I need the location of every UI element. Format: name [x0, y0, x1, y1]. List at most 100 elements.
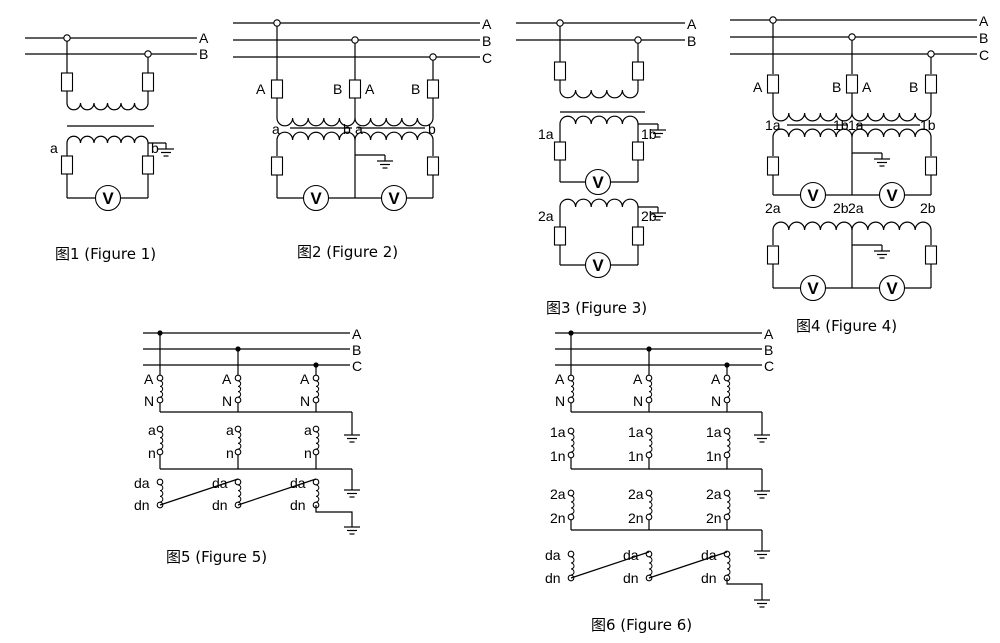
voltmeter-label: V: [886, 186, 898, 205]
phase-label-b: B: [764, 342, 773, 358]
terminal-2n: 2n: [628, 510, 644, 526]
terminal-b: b: [343, 121, 351, 137]
winding-coil-vertical: [237, 484, 242, 503]
ground-icon: [874, 245, 890, 259]
terminal-circle: [567, 550, 575, 558]
ground-icon: [344, 521, 360, 535]
terminal-dn: dn: [134, 497, 150, 513]
terminal-dn: dn: [545, 570, 561, 586]
terminal-circle: [645, 489, 653, 497]
winding-coil-vertical: [237, 380, 242, 398]
phase-label-b: B: [199, 46, 208, 62]
fuse: [426, 156, 440, 176]
phase-label-a: A: [979, 13, 989, 29]
terminal-2a: 2a: [848, 200, 864, 216]
terminal-1a: 1a: [538, 126, 554, 142]
winding-coil-vertical: [570, 433, 575, 453]
terminal-circle: [567, 396, 575, 404]
voltmeter: [878, 274, 906, 302]
figure-3-caption: 图3 (Figure 3): [546, 299, 647, 317]
figure-2-caption: 图2 (Figure 2): [297, 243, 398, 261]
phase-label-c: C: [979, 47, 989, 63]
terminal-2b: 2b: [920, 200, 936, 216]
terminal-circle: [567, 427, 575, 435]
winding-coil-vertical: [570, 495, 575, 515]
terminal-n: n: [304, 445, 312, 461]
terminal-A: A: [256, 81, 266, 97]
secondary-coil-1b: [851, 128, 932, 138]
terminal-circle: [723, 513, 731, 521]
ground-icon: [344, 484, 360, 498]
winding-coil-vertical: [237, 431, 242, 450]
terminal-1n: 1n: [550, 448, 566, 464]
terminal-1a: 1a: [706, 424, 722, 440]
terminal-dn: dn: [212, 497, 228, 513]
terminal-a: a: [148, 422, 156, 438]
primary-coil-1: [276, 117, 356, 127]
terminal-2a: 2a: [538, 208, 554, 224]
terminal-circle: [234, 374, 242, 382]
secondary-coil-2b: [851, 221, 932, 231]
wire: [237, 478, 317, 506]
fuse: [766, 74, 780, 94]
winding-coil-vertical: [159, 380, 164, 398]
ground-icon: [158, 143, 174, 157]
terminal-2b: 2b: [641, 208, 657, 224]
terminal-circle: [723, 427, 731, 435]
terminal-1b: 1b: [833, 117, 849, 133]
fuse: [141, 72, 155, 92]
ground-icon: [754, 594, 770, 608]
phase-label-b: B: [979, 30, 988, 46]
secondary-coil-2a: [772, 221, 853, 231]
voltmeter: [584, 168, 612, 196]
secondary-coil-1: [559, 115, 639, 125]
winding-coil-vertical: [570, 380, 575, 398]
ground-icon: [650, 207, 666, 221]
terminal-2a: 2a: [765, 200, 781, 216]
terminal-2n: 2n: [550, 510, 566, 526]
ground-icon: [377, 155, 393, 169]
terminal-circle: [645, 396, 653, 404]
terminal-circle: [567, 451, 575, 459]
terminal-2b: 2b: [833, 200, 849, 216]
winding-coil-vertical: [648, 556, 653, 576]
phase-label-c: C: [764, 358, 774, 374]
primary-coil-2: [851, 112, 932, 122]
terminal-circle: [723, 374, 731, 382]
fuse: [631, 226, 645, 246]
terminal-1n: 1n: [628, 448, 644, 464]
terminal-circle: [156, 478, 164, 486]
terminal-circle: [567, 374, 575, 382]
connection-point: [144, 50, 152, 58]
terminal-A: A: [862, 79, 872, 95]
terminal-da: da: [545, 547, 561, 563]
fuse: [60, 72, 74, 92]
terminal-circle: [156, 448, 164, 456]
winding-coil-vertical: [726, 433, 731, 453]
terminal-circle: [234, 448, 242, 456]
terminal-circle: [312, 374, 320, 382]
primary-coil: [66, 102, 149, 111]
terminal-1a: 1a: [550, 424, 566, 440]
voltmeter-label: V: [886, 279, 898, 298]
connection-point: [927, 50, 935, 58]
primary-coil-2: [354, 117, 434, 127]
terminal-a: a: [304, 422, 312, 438]
phase-label-a: A: [687, 16, 697, 32]
fuse: [553, 61, 567, 81]
voltmeter: [878, 181, 906, 209]
terminal-dn: dn: [290, 497, 306, 513]
phase-label-a: A: [352, 326, 362, 342]
winding-coil-vertical: [159, 431, 164, 450]
terminal-circle: [312, 396, 320, 404]
terminal-N: N: [144, 393, 154, 409]
terminal-b: b: [151, 140, 159, 156]
terminal-B: B: [832, 79, 841, 95]
voltmeter-label: V: [807, 279, 819, 298]
phase-label-b: B: [352, 342, 361, 358]
fuse: [553, 226, 567, 246]
terminal-circle: [645, 427, 653, 435]
winding-coil-vertical: [315, 380, 320, 398]
primary-coil: [559, 89, 639, 99]
